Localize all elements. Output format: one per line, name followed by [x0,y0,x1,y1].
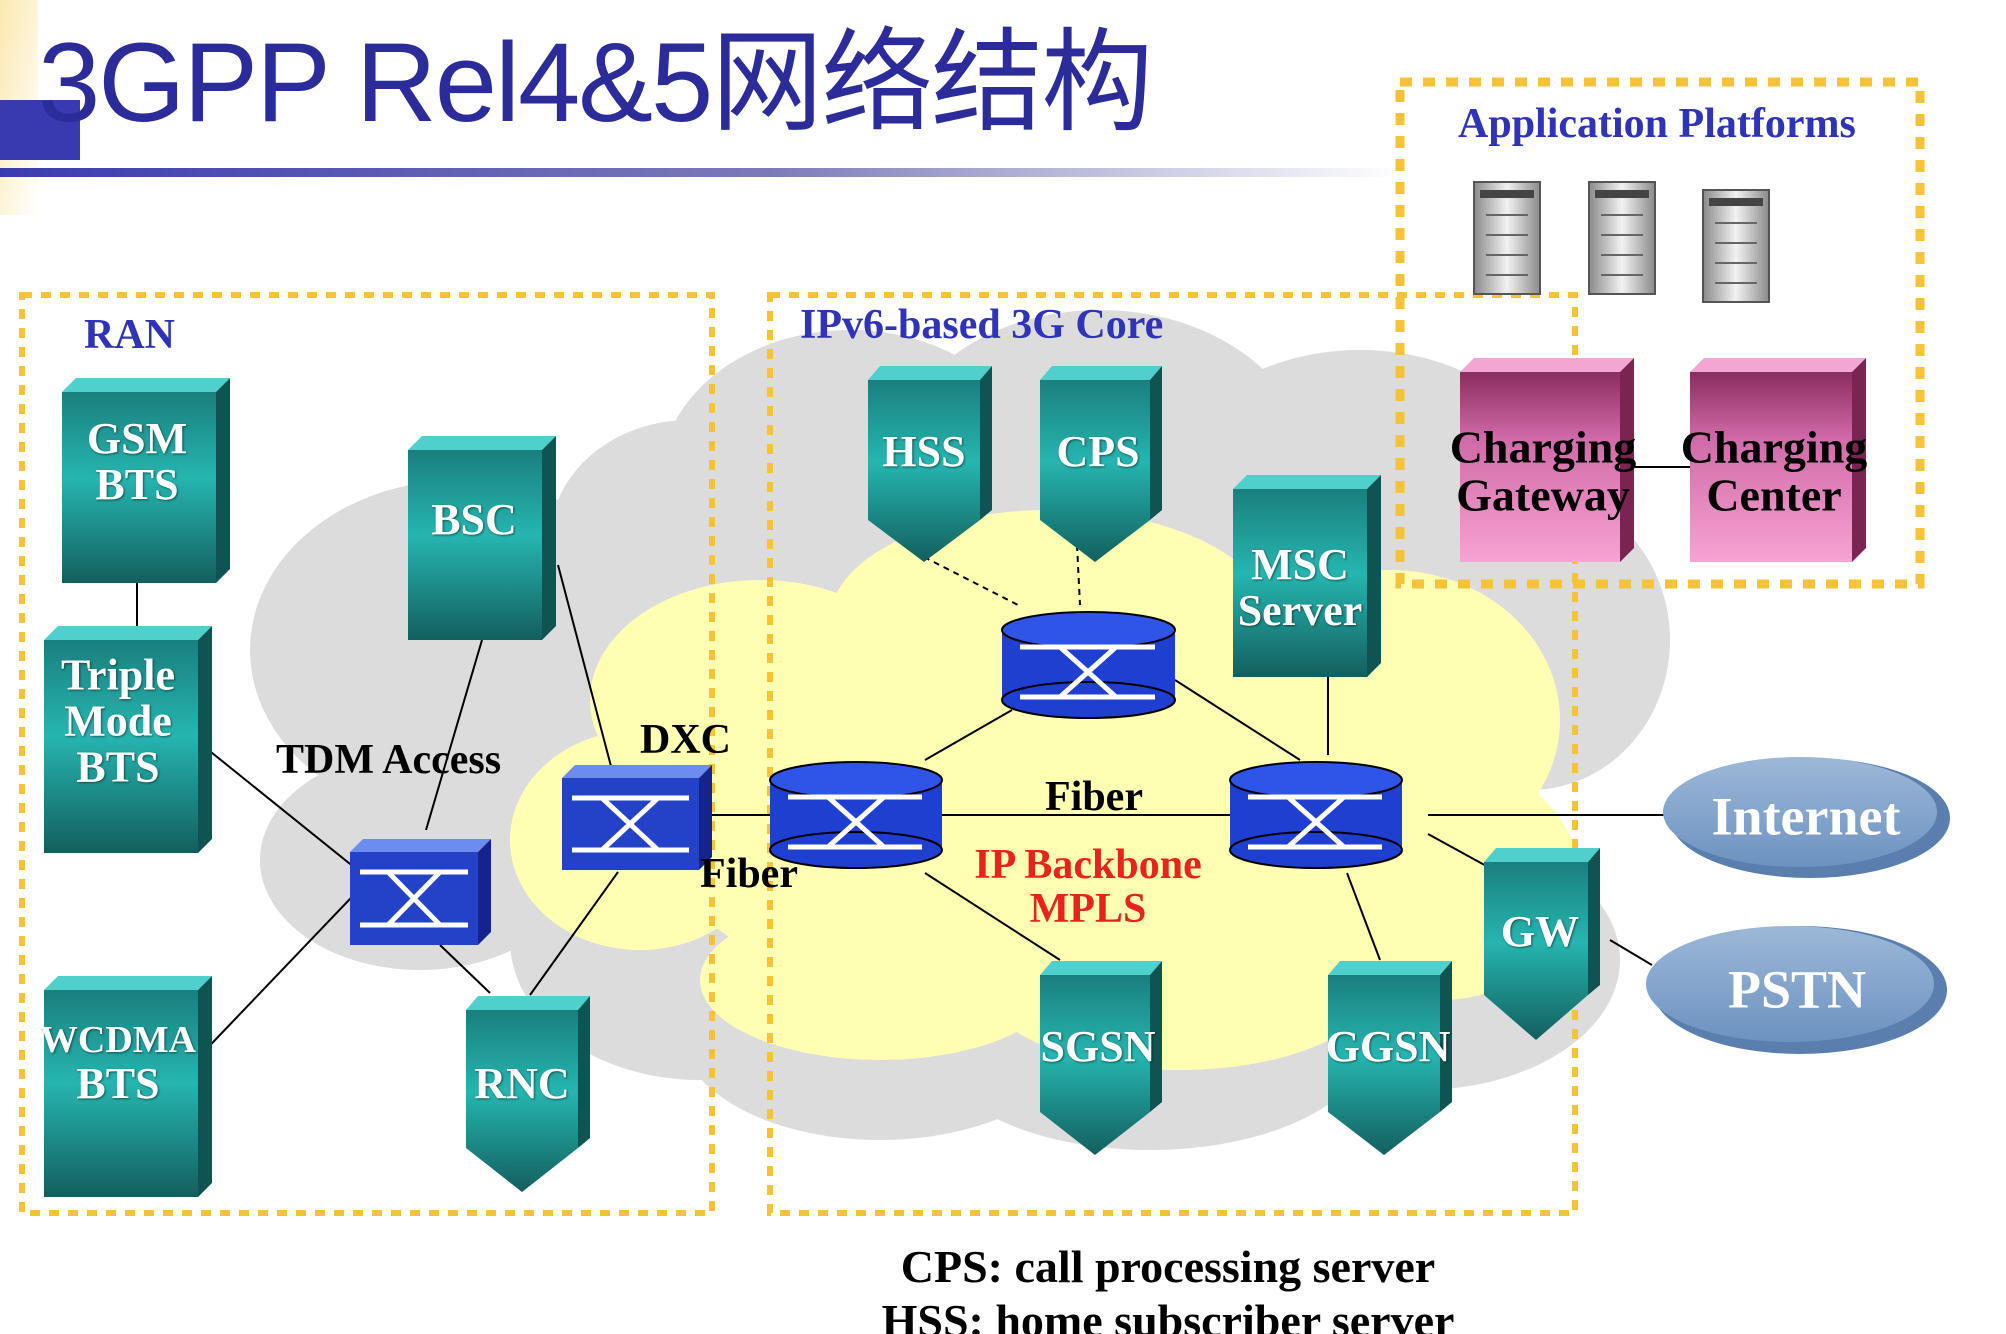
server-icon [1588,181,1656,295]
bsc-label: BSC [431,494,517,544]
title-decoration [0,0,1400,215]
charging-center-box [1690,358,1866,562]
legend-hss: HSS: home subscriber server [881,1295,1455,1334]
ggsn-shield [1328,961,1452,1155]
bsc-box [408,436,556,640]
ran-border [19,292,715,1216]
gw-label: GW [1500,906,1580,956]
rnc-shield [466,996,590,1192]
cps-label: CPS [1056,426,1140,476]
pstn-oval [1646,926,1947,1054]
msc-server-box [1233,475,1381,677]
charging-gateway-box [1460,358,1634,562]
ran-label: RAN [84,312,175,358]
ggsn-label: GGSN [1325,1021,1451,1071]
triple-mode-bts-box [44,626,212,853]
pstn-label: PSTN [1727,959,1867,1020]
dxc-label: DXC [640,717,731,763]
router-top [1001,611,1176,719]
core-label: IPv6-based 3G Core [800,302,1164,348]
hss-label: HSS [882,426,966,476]
server-icon [1702,189,1770,303]
hss-shield [868,366,992,562]
app-platforms-border [1395,77,1925,589]
rnc-label: RNC [474,1058,570,1108]
legend-cps: CPS: call processing server [900,1241,1436,1292]
fiber-label-bottom: Fiber [700,851,798,897]
group-borders [19,77,1925,1216]
sgsn-shield [1040,961,1162,1155]
router-right [1229,761,1403,869]
app-platforms-label: Application Platforms [1458,101,1856,147]
connections [136,466,1690,1061]
server-icon [1473,181,1541,295]
sgsn-label: SGSN [1040,1021,1156,1071]
dxc-switch [562,765,712,870]
tdm-access-label: TDM Access [276,737,502,783]
slide-title: 3GPP Rel4&5网络结构 [38,20,1153,145]
wcdma-bts-box [44,976,212,1197]
internet-label: Internet [1711,786,1901,847]
gw-shield [1484,848,1600,1040]
tdm-switch [350,839,491,945]
core-border [767,292,1578,1216]
fiber-label-top: Fiber [1045,774,1143,820]
cps-shield [1040,366,1162,562]
internet-oval [1663,757,1950,878]
router-left [769,761,943,869]
gsm-bts-box [62,378,230,583]
